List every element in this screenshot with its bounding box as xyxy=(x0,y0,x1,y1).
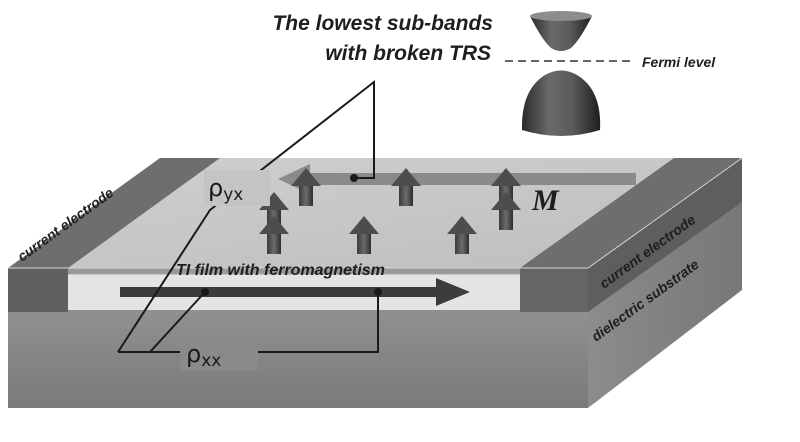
magnetization-label: M xyxy=(531,184,560,217)
current-arrow xyxy=(120,278,470,306)
rho-yx-label: ρyx xyxy=(208,174,243,205)
top-side-edge xyxy=(587,157,743,269)
left-electrode-front xyxy=(8,268,68,312)
spin-arrow xyxy=(291,168,321,206)
title-line-1: The lowest sub-bands xyxy=(272,12,493,35)
spin-arrow xyxy=(259,216,289,254)
rho-xx-probe-right xyxy=(374,288,382,296)
spin-arrow xyxy=(349,216,379,254)
rho-yx-probe-contact xyxy=(350,174,358,182)
rho-yx-wire xyxy=(117,79,375,353)
spin-arrow xyxy=(391,168,421,206)
rho-xx-label: ρxx xyxy=(186,340,221,371)
spin-arrow xyxy=(491,192,521,230)
upper-band-cone xyxy=(530,11,592,51)
spin-arrow xyxy=(447,216,477,254)
right-electrode-top xyxy=(520,158,742,268)
rho-xx-wire xyxy=(147,291,379,353)
ti-film-label: TI film with ferromagnetism xyxy=(176,262,385,279)
rho-xx-probe-left xyxy=(201,288,209,296)
title-line-2: with broken TRS xyxy=(325,42,491,65)
fermi-level-label: Fermi level xyxy=(642,54,716,70)
left-electrode-top xyxy=(8,158,220,268)
lower-band-cone xyxy=(521,70,601,136)
right-electrode-front xyxy=(520,268,588,312)
rho-xx-label-bg xyxy=(180,334,258,370)
right-electrode-side xyxy=(588,158,742,312)
rho-yx-label-bg xyxy=(204,170,270,206)
